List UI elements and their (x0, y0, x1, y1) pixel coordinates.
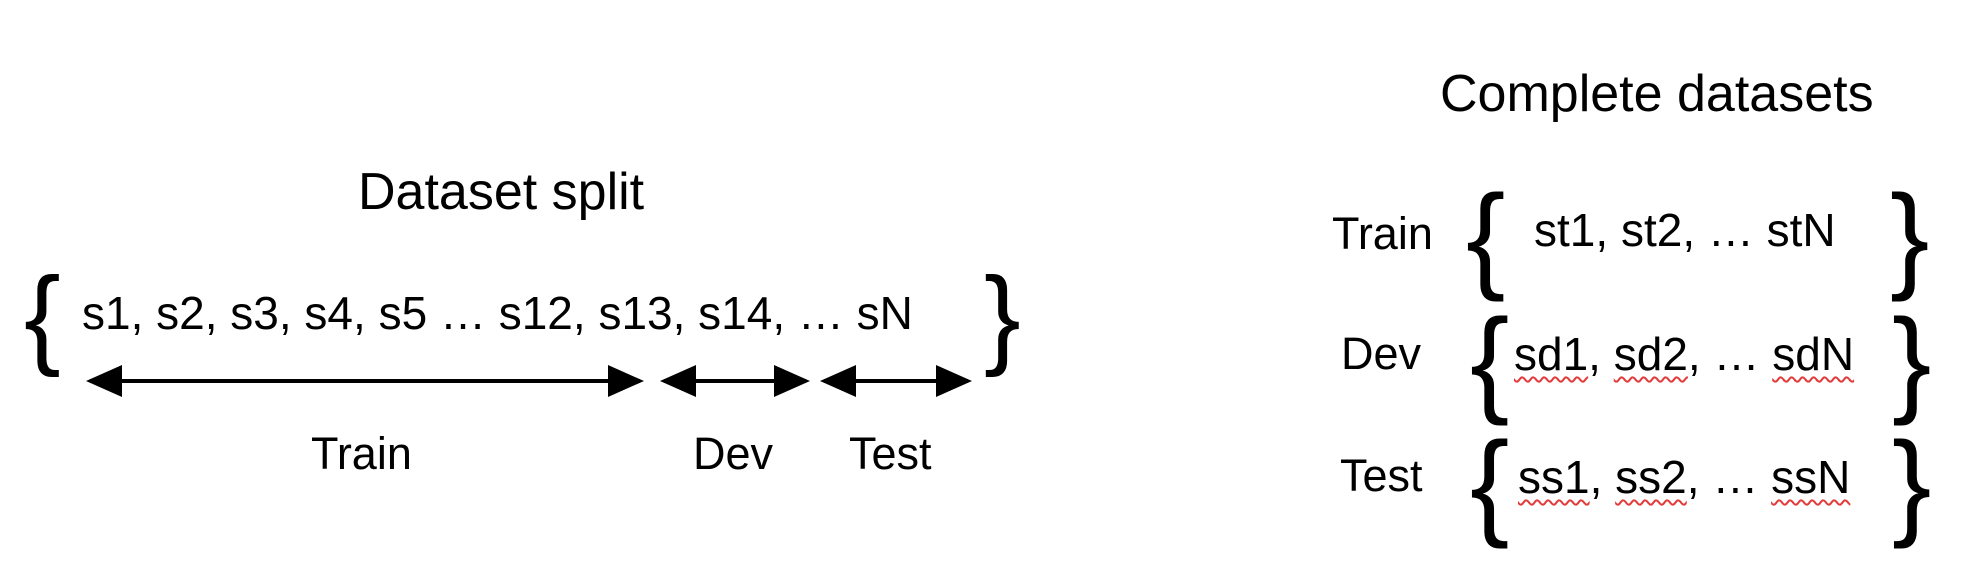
complete-label-test: Test (1340, 450, 1423, 501)
split-label-train: Train (311, 428, 412, 479)
test-close-brace: } (1892, 418, 1932, 550)
split-label-dev: Dev (693, 428, 774, 479)
test-items: ss1, ss2, … ssN (1518, 451, 1851, 503)
train-items: st1, st2, … stN (1534, 204, 1836, 256)
test-open-brace: { (1470, 418, 1510, 550)
train-open-brace: { (1466, 171, 1506, 303)
complete-label-train: Train (1332, 208, 1433, 259)
split-sequence: s1, s2, s3, s4, s5 … s12, s13, s14, … sN (82, 287, 913, 339)
split-label-test: Test (849, 428, 932, 479)
dataset-split-title: Dataset split (358, 163, 645, 221)
dev-items: sd1, sd2, … sdN (1514, 328, 1855, 380)
split-open-brace: { (24, 255, 61, 378)
dev-open-brace: { (1470, 295, 1510, 427)
complete-datasets-title: Complete datasets (1440, 65, 1874, 123)
complete-label-dev: Dev (1341, 328, 1422, 379)
split-close-brace: } (984, 255, 1021, 378)
train-close-brace: } (1890, 171, 1930, 303)
dev-close-brace: } (1892, 295, 1932, 427)
